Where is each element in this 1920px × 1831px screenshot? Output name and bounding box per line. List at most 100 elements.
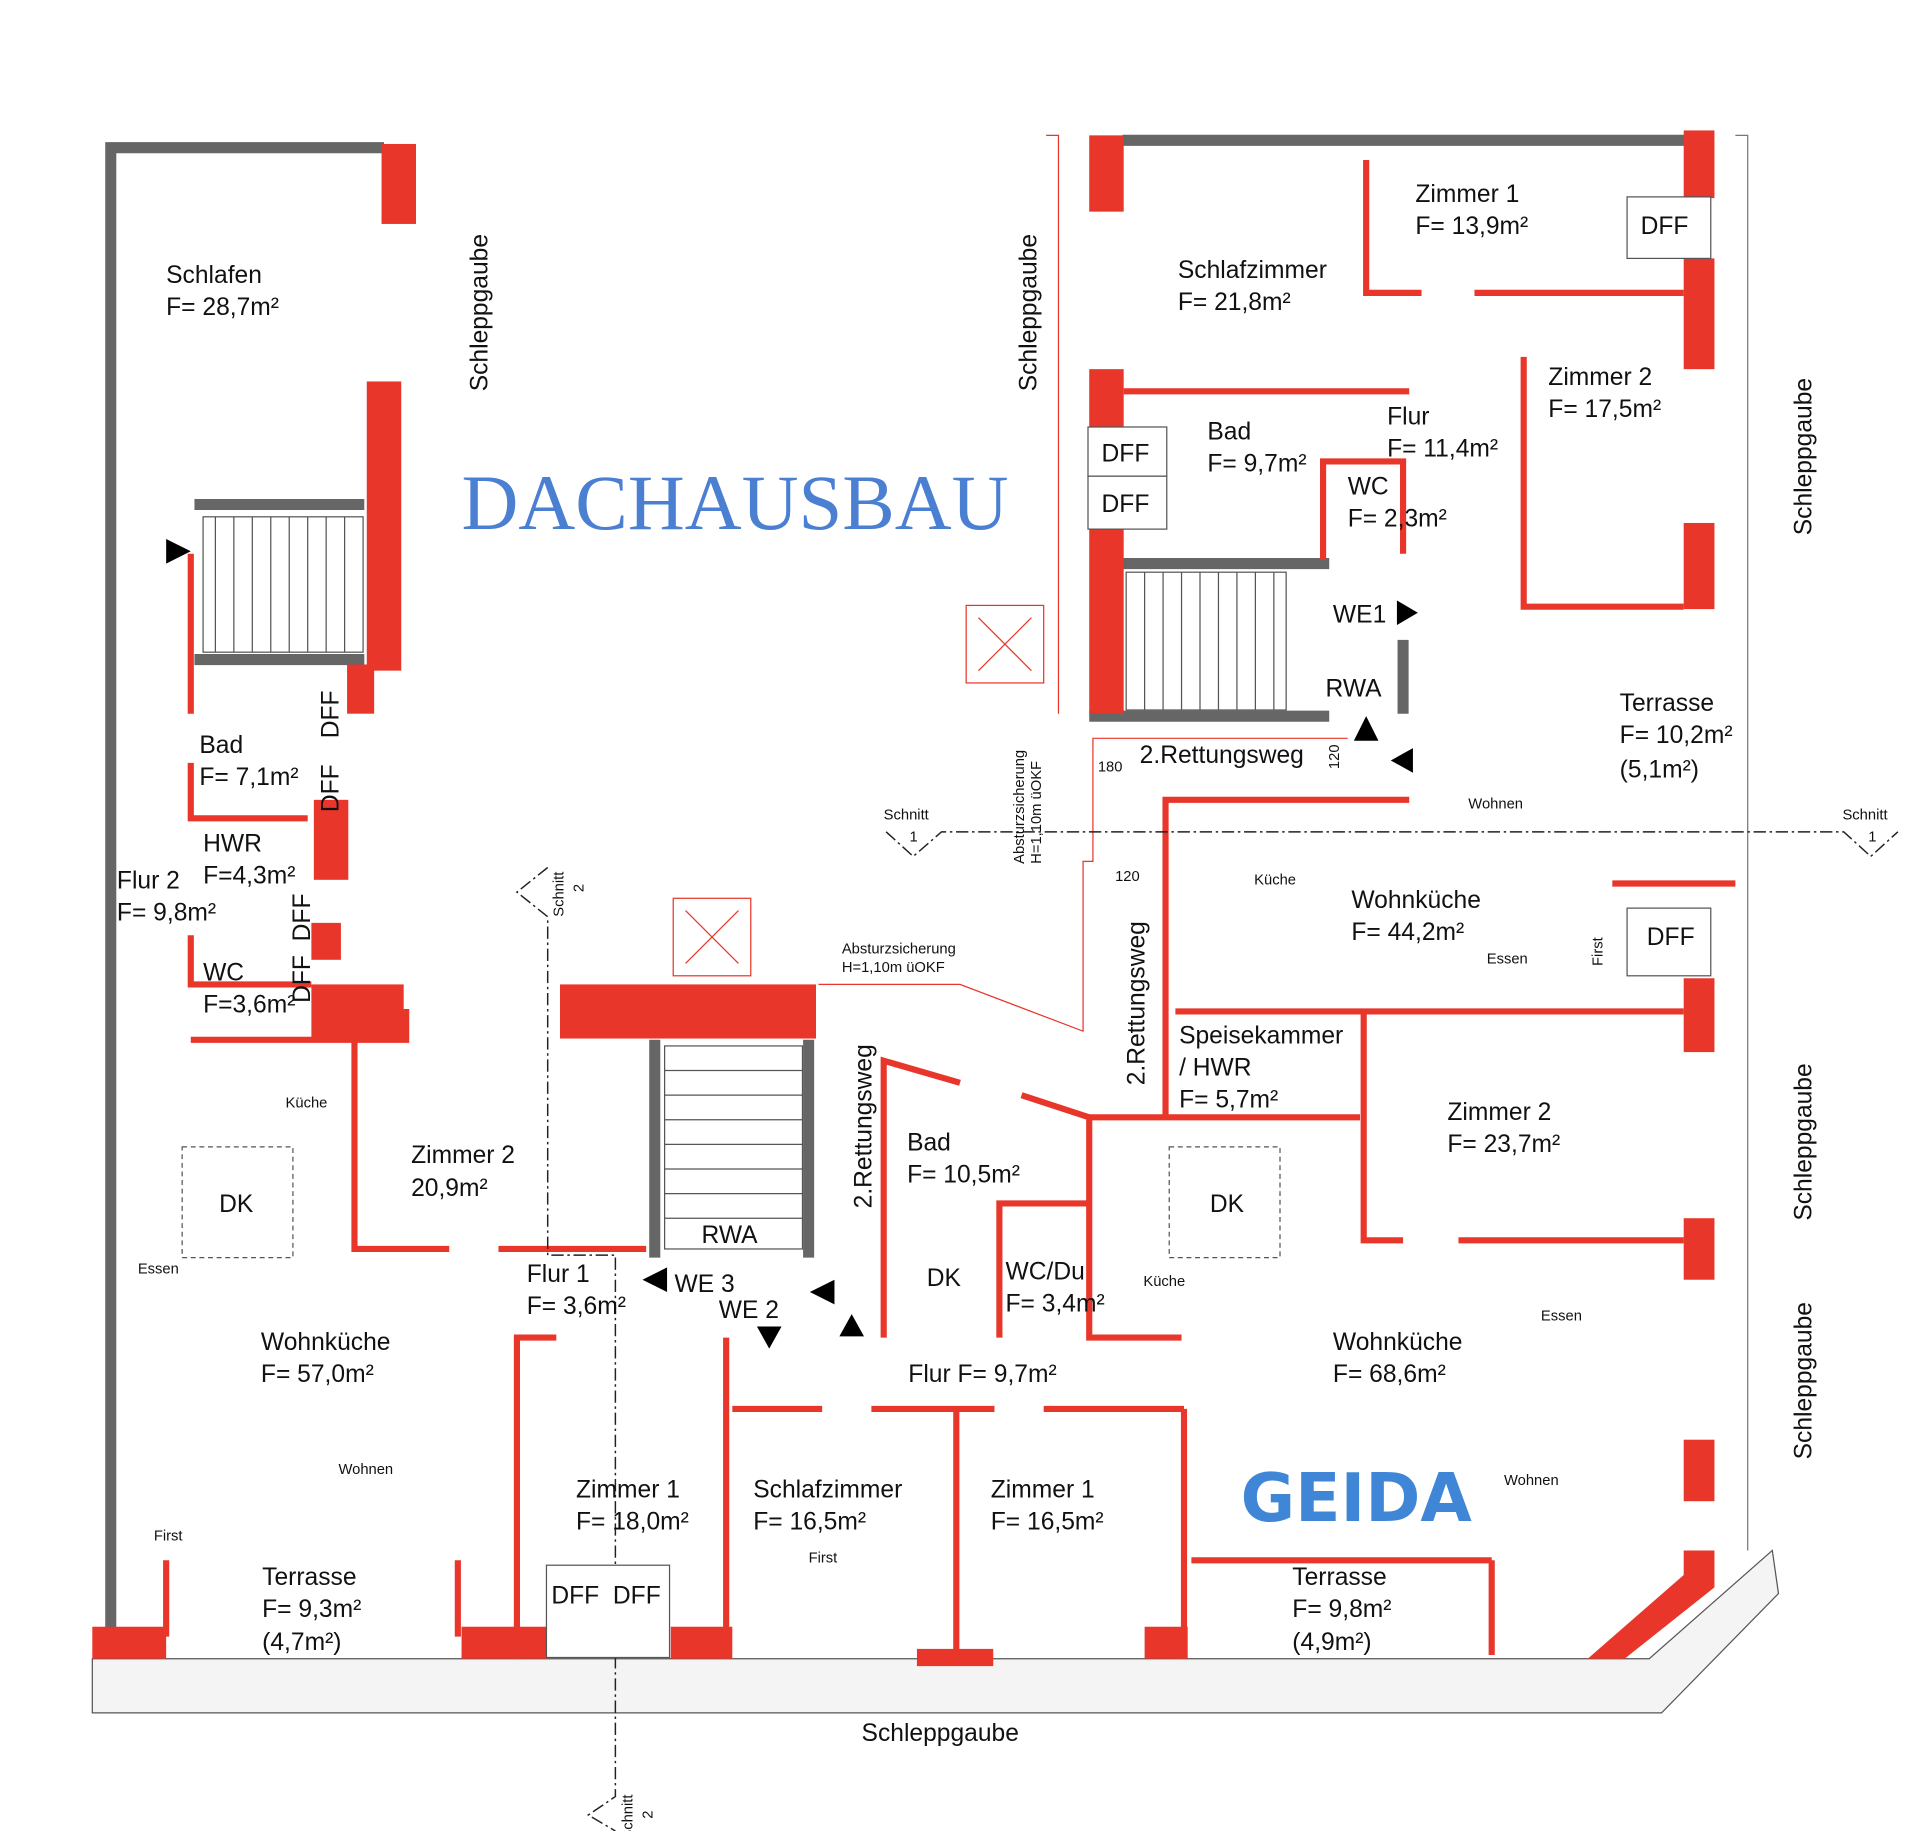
room-wohnkueche-name: Wohnküche (261, 1329, 391, 1356)
room-speisekammer-name2: / HWR (1179, 1054, 1251, 1081)
room-schlafzimmer-name: Schlafzimmer (1178, 257, 1327, 284)
schnitt-label: Schnitt (621, 1795, 637, 1831)
existing-walls (105, 134, 1687, 1637)
schleppgaube-label: Schleppgaube (862, 1720, 1019, 1747)
entrance-arrow-icon (166, 538, 191, 564)
zone-wohnen: Wohnen (338, 1462, 393, 1478)
dimension-120: 120 (1115, 869, 1140, 885)
zone-wohnen: Wohnen (1468, 796, 1523, 812)
room-zimmer1-area: F= 13,9m² (1415, 213, 1528, 240)
room-speisekammer-area: F= 5,7m² (1179, 1086, 1278, 1113)
room-bad-area: F= 9,7m² (1207, 450, 1306, 477)
room-zimmer2-area: F= 23,7m² (1447, 1131, 1560, 1158)
room-flur-area: F= 11,4m² (1387, 436, 1498, 463)
we3-label: WE 3 (674, 1271, 734, 1298)
room-wohnkueche-area: F= 44,2m² (1351, 919, 1464, 946)
terrasse-left-name: Terrasse (262, 1564, 356, 1591)
schleppgaube-label: Schleppgaube (1791, 1302, 1818, 1459)
room-hwr-name: HWR (203, 831, 262, 858)
zone-kueche: Küche (1254, 873, 1296, 889)
absturz-line2: H=1,10m üOKF (1029, 761, 1045, 864)
room-wohnkueche-name: Wohnküche (1351, 887, 1481, 914)
room-wcdu-name: WC/Du (1006, 1259, 1085, 1286)
ridge-first: First (809, 1551, 838, 1567)
section-line-2 (515, 866, 617, 1831)
terrasse-right-area: F= 9,8m² (1292, 1596, 1391, 1623)
fall-protection-railing (818, 737, 1348, 1033)
schnitt-number: 2 (571, 884, 587, 892)
rwa-label: RWA (1326, 675, 1383, 702)
we2-arrow-icon (756, 1326, 782, 1349)
schnitt-label: Schnitt (1842, 808, 1887, 824)
zone-essen: Essen (138, 1262, 179, 1278)
staircase-right (1125, 571, 1287, 711)
up-arrow-icon (1353, 716, 1379, 741)
dimension-120: 120 (1327, 744, 1343, 769)
terrasse-right-area-half: (4,9m²) (1292, 1629, 1371, 1656)
schnitt-number: 2 (640, 1810, 656, 1818)
room-wohnkueche-name: Wohnküche (1333, 1329, 1463, 1356)
rettungsweg-label: 2.Rettungsweg (1124, 921, 1151, 1085)
staircase-left (166, 516, 364, 653)
dff-label: DFF (1102, 491, 1150, 518)
schleppgaube-label: Schleppgaube (466, 234, 493, 391)
room-wohnkueche-area: F= 57,0m² (261, 1361, 374, 1388)
room-schlafzimmer-area: F= 16,5m² (753, 1509, 866, 1536)
dff-label: DFF (1102, 440, 1150, 467)
room-bad-name: Bad (199, 732, 243, 759)
dff-label: DFF (289, 955, 316, 1003)
up-arrow-icon (839, 1314, 864, 1337)
room-flur1-area: F= 3,6m² (527, 1293, 626, 1320)
dff-label: DFF (1647, 924, 1695, 951)
schnitt-number: 1 (1868, 830, 1876, 846)
room-bad-name: Bad (1207, 418, 1251, 445)
we3-arrow-icon (642, 1267, 668, 1293)
rettungsweg-label: 2.Rettungsweg (850, 1044, 877, 1208)
plan-title: DACHAUSBAU (462, 460, 1009, 547)
schnitt-label: Schnitt (552, 872, 568, 917)
absturz-line1: Absturzsicherung (1012, 750, 1028, 864)
ridge-first: First (1590, 937, 1606, 966)
room-bad-area: F= 7,1m² (199, 764, 298, 791)
terrasse-left-area-half: (4,7m²) (262, 1629, 341, 1656)
room-flur2-area: F= 9,8m² (117, 899, 216, 926)
terrasse-right-top-name: Terrasse (1620, 690, 1714, 717)
left-arrow-icon (809, 1279, 835, 1305)
zone-kueche: Küche (1143, 1274, 1185, 1290)
dff-label: DFF (551, 1582, 599, 1609)
room-wc-name: WC (1348, 474, 1389, 501)
room-wc-area: F= 2,3m² (1348, 506, 1447, 533)
room-schlafen-name: Schlafen (166, 262, 262, 289)
room-zimmer2-name: Zimmer 2 (411, 1142, 515, 1169)
ridge-first: First (154, 1529, 183, 1545)
dk-label: DK (927, 1265, 962, 1292)
room-flur-name: Flur (1387, 404, 1429, 431)
schleppgaube-label: Schleppgaube (1015, 234, 1042, 391)
room-zimmer2-area: F= 17,5m² (1548, 396, 1661, 423)
dff-label: DFF (289, 894, 316, 942)
room-zimmer1-name: Zimmer 1 (576, 1477, 680, 1504)
room-zimmer1-name: Zimmer 1 (1415, 181, 1519, 208)
absturz-line1: Absturzsicherung (842, 942, 956, 958)
terrasse-right-top-area-half: (5,1m²) (1620, 757, 1699, 784)
rwa-label: RWA (702, 1222, 759, 1249)
room-flur2-name: Flur 2 (117, 867, 180, 894)
zone-kueche: Küche (286, 1095, 328, 1111)
dff-label: DFF (613, 1582, 661, 1609)
room-schlafzimmer-area: F= 21,8m² (1178, 289, 1291, 316)
dff-label: DFF (317, 690, 344, 738)
terrasse-right-name: Terrasse (1292, 1564, 1386, 1591)
dk-label: DK (1210, 1191, 1245, 1218)
dk-label: DK (219, 1191, 254, 1218)
rettungsweg-label: 2.Rettungsweg (1140, 742, 1304, 769)
room-wohnkueche-area: F= 68,6m² (1333, 1361, 1446, 1388)
dff-label: DFF (1641, 213, 1689, 240)
left-arrow-icon (1390, 748, 1413, 773)
zone-wohnen: Wohnen (1504, 1473, 1559, 1489)
room-flur: Flur F= 9,7m² (908, 1361, 1056, 1388)
schnitt-label: Schnitt (884, 808, 929, 824)
schleppgaube-label: Schleppgaube (1791, 1063, 1818, 1220)
terrasse-right-top-area: F= 10,2m² (1620, 722, 1733, 749)
room-schlafen-area: F= 28,7m² (166, 294, 279, 321)
roof-edge (91, 134, 1780, 1714)
